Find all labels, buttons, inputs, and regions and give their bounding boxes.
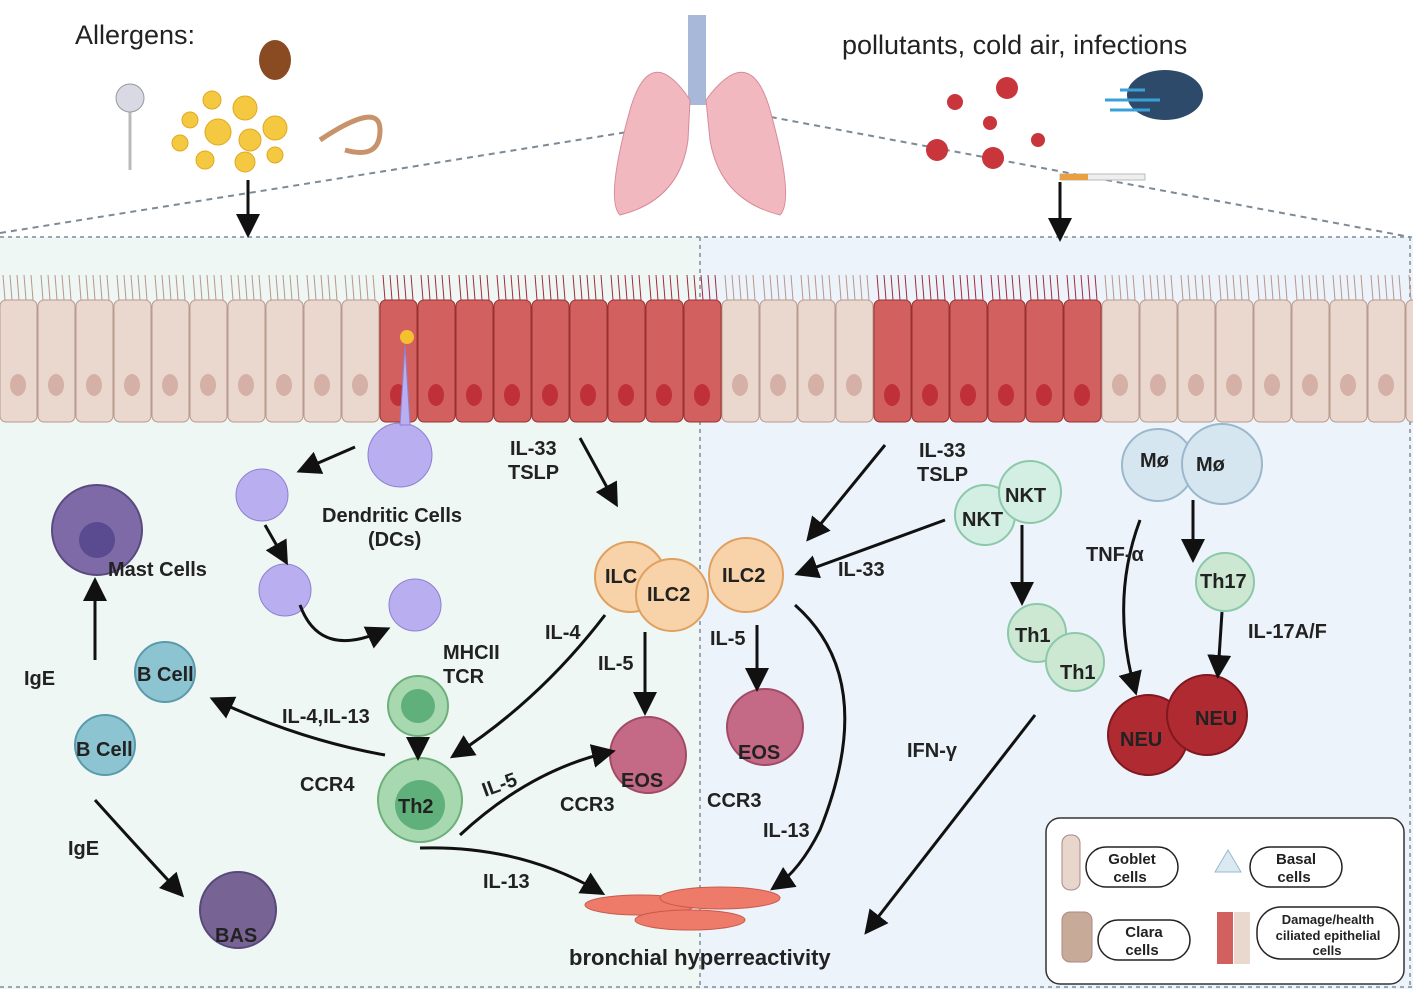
- dc-label: Dendritic Cells: [322, 505, 462, 527]
- macrophage-label: Mø: [1140, 450, 1170, 472]
- legend-clara-2: cells: [1125, 942, 1158, 959]
- th1-cell: [1045, 632, 1105, 692]
- ciliated-cell: [1139, 299, 1178, 423]
- il5-label: IL-5: [598, 653, 634, 675]
- ilc-label: ILC: [605, 566, 637, 588]
- legend-basal: Basal: [1276, 851, 1316, 868]
- ciliated-cell: [189, 299, 228, 423]
- neu-label: NEU: [1120, 729, 1162, 751]
- tslp-label: TSLP: [508, 462, 559, 484]
- ilc2-cell: [708, 537, 784, 613]
- b-cell: [134, 641, 196, 703]
- mast-cells-label: Mast Cells: [108, 559, 207, 581]
- nkt-cell: [998, 460, 1062, 524]
- b-cell-label: B Cell: [137, 664, 194, 686]
- ige-label: IgE: [24, 668, 55, 690]
- ciliated-cell: [721, 299, 760, 423]
- th2-label: Th2: [398, 796, 434, 818]
- ciliated-cell: [1215, 299, 1254, 423]
- dendritic-cells: [235, 344, 442, 632]
- il4-label: IL-4: [545, 622, 581, 644]
- ciliated-cell: [1367, 299, 1406, 423]
- ilc2-label: ILC2: [722, 565, 765, 587]
- smooth-muscle-cells: [584, 886, 781, 931]
- cold-air-cloud-icon: [1105, 70, 1203, 120]
- tnf-label: TNF-α: [1086, 544, 1145, 566]
- mhcii-label: MHCII: [443, 642, 500, 664]
- il33-label: IL-33: [919, 440, 966, 462]
- ciliated-cell: [759, 299, 798, 423]
- th1-label: Th1: [1015, 625, 1051, 647]
- macrophage-label: Mø: [1196, 454, 1226, 476]
- triggers-label: pollutants, cold air, infections: [842, 30, 1187, 60]
- th17-cell: [1195, 552, 1255, 612]
- tslp-label: TSLP: [917, 464, 968, 486]
- allergen-icons: [115, 40, 383, 173]
- ige-label: IgE: [68, 838, 99, 860]
- arrows: [83, 437, 1232, 935]
- legend-goblet: Goblet: [1108, 851, 1156, 868]
- ccr4-label: CCR4: [300, 774, 355, 796]
- ciliated-cell: [835, 299, 874, 423]
- ccr3-label: CCR3: [560, 794, 614, 816]
- il33-label: IL-33: [838, 559, 885, 581]
- ciliated-cell: [75, 299, 114, 423]
- ccr3-label: CCR3: [707, 790, 761, 812]
- ilc2-cell: [635, 558, 709, 632]
- il4-il13-label: IL-4,IL-13: [282, 706, 370, 728]
- il13-label: IL-13: [483, 871, 530, 893]
- neu-label: NEU: [1195, 708, 1237, 730]
- bas-label: BAS: [215, 925, 257, 947]
- basophil: [199, 871, 277, 949]
- legend-ciliated: Damage/health: [1282, 912, 1375, 927]
- outcome-label: bronchial hyperreactivity: [569, 945, 831, 970]
- ciliated-cell: [113, 299, 152, 423]
- ciliated-cell: [227, 299, 266, 423]
- ciliated-cell: [341, 299, 380, 423]
- ilc2-label: ILC2: [647, 584, 690, 606]
- ciliated-cell: [1405, 299, 1413, 423]
- legend: Goblet cells Basal cells Clara cells Dam…: [1045, 817, 1405, 985]
- tcr-label: TCR: [443, 666, 485, 688]
- il13-label: IL-13: [763, 820, 810, 842]
- ciliated-cell: [0, 299, 38, 423]
- eos-label: EOS: [621, 770, 663, 792]
- macrophage: [1181, 423, 1263, 505]
- lungs-icon: [613, 15, 787, 216]
- ciliated-cell: [37, 299, 76, 423]
- ciliated-cell: [1101, 299, 1140, 423]
- ciliated-cell: [151, 299, 190, 423]
- th17-label: Th17: [1200, 571, 1247, 593]
- il17-label: IL-17A/F: [1248, 621, 1327, 643]
- airway-epithelium: [0, 274, 1413, 423]
- ciliated-cell: [303, 299, 342, 423]
- neutrophil: [1166, 674, 1248, 756]
- ciliated-cell: [1177, 299, 1216, 423]
- legend-clara: Clara: [1125, 924, 1163, 941]
- ciliated-cell: [265, 299, 304, 423]
- virus-icons: [926, 77, 1045, 169]
- ciliated-cell: [797, 299, 836, 423]
- ciliated-cell: [1329, 299, 1368, 423]
- ciliated-cell: [1253, 299, 1292, 423]
- b-cell: [74, 714, 136, 776]
- allergens-label: Allergens:: [75, 20, 195, 50]
- legend-goblet-2: cells: [1113, 869, 1146, 886]
- il33-label: IL-33: [510, 438, 557, 460]
- nkt-label: NKT: [962, 509, 1003, 531]
- b-cell-label: B Cell: [76, 739, 133, 761]
- ifn-label: IFN-γ: [907, 740, 958, 762]
- il5-label: IL-5: [710, 628, 746, 650]
- eos-label: EOS: [738, 742, 780, 764]
- ciliated-cell: [1291, 299, 1330, 423]
- nkt-label: NKT: [1005, 485, 1046, 507]
- legend-basal-2: cells: [1277, 869, 1310, 886]
- dc-abbrev-label: (DCs): [368, 529, 421, 551]
- legend-ciliated-2: ciliated epithelial: [1276, 928, 1381, 943]
- legend-ciliated-3: cells: [1313, 943, 1342, 958]
- th1-label: Th1: [1060, 662, 1096, 684]
- cells: [51, 330, 1263, 949]
